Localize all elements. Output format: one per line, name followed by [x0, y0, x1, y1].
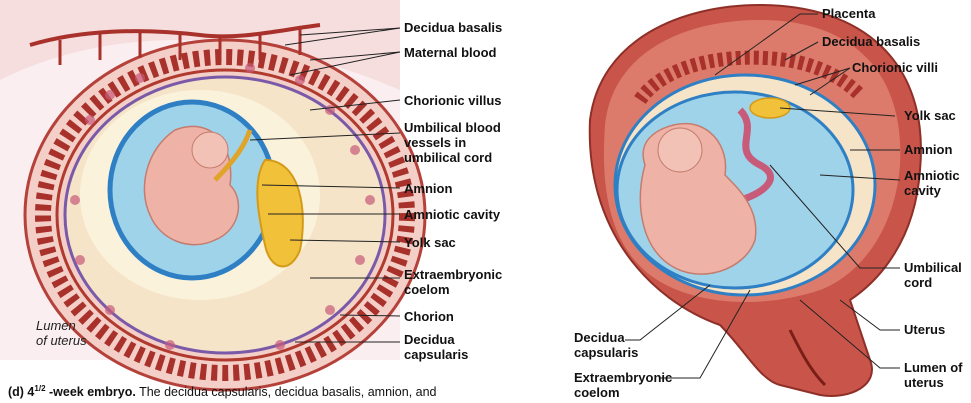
- label-extraembryonic-coelom-left: Extraembryonic coelom: [404, 267, 502, 297]
- label-placenta: Placenta: [822, 6, 875, 21]
- label-amnion-left: Amnion: [404, 181, 452, 196]
- label-yolk-sac-right: Yolk sac: [904, 108, 956, 123]
- label-chorionic-villi: Chorionic villi: [852, 60, 938, 75]
- label-amniotic-cavity-left: Amniotic cavity: [404, 207, 500, 222]
- label-chorionic-villus: Chorionic villus: [404, 93, 502, 108]
- label-umbilical-vessels: Umbilical blood vessels in umbilical cor…: [404, 120, 501, 165]
- label-extraembryonic-coelom-right: Extraembryonic coelom: [574, 370, 672, 400]
- label-maternal-blood: Maternal blood: [404, 45, 496, 60]
- label-decidua-capsularis-left: Decidua capsularis: [404, 332, 468, 362]
- label-decidua-basalis-left: Decidua basalis: [404, 20, 502, 35]
- label-amnion-right: Amnion: [904, 142, 952, 157]
- label-amniotic-cavity-right: Amniotic cavity: [904, 168, 960, 198]
- label-decidua-basalis-right: Decidua basalis: [822, 34, 920, 49]
- figure-caption: (d) 41/2 -week embryo. The decidua capsu…: [8, 384, 568, 399]
- label-chorion: Chorion: [404, 309, 454, 324]
- label-yolk-sac-left: Yolk sac: [404, 235, 456, 250]
- label-umbilical-cord: Umbilical cord: [904, 260, 962, 290]
- label-lumen-of-uterus-left: Lumen of uterus: [36, 318, 87, 348]
- label-decidua-capsularis-right: Decidua capsularis: [574, 330, 638, 360]
- label-uterus: Uterus: [904, 322, 945, 337]
- label-lumen-of-uterus-right: Lumen of uterus: [904, 360, 963, 390]
